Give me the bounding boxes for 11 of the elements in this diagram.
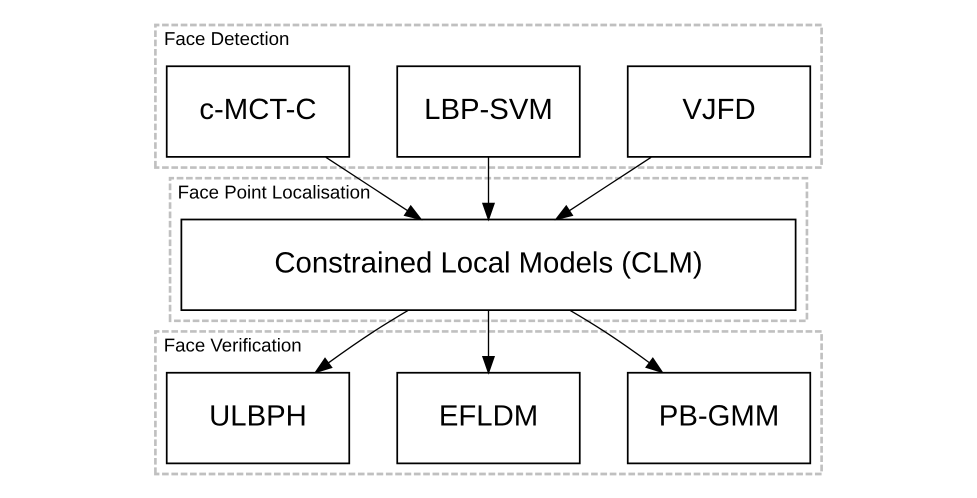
node-box: LBP-SVM bbox=[396, 64, 581, 158]
node-box: Constrained Local Models (CLM) bbox=[180, 218, 796, 310]
node-box: VJFD bbox=[626, 64, 812, 158]
node-box: EFLDM bbox=[396, 371, 581, 464]
node-box: PB-GMM bbox=[626, 371, 812, 464]
arrow bbox=[482, 310, 496, 374]
arrow bbox=[482, 156, 496, 221]
arrow bbox=[554, 156, 652, 220]
node-box: c-MCT-C bbox=[166, 64, 350, 158]
arrow bbox=[326, 156, 423, 220]
node-box: ULBPH bbox=[166, 371, 350, 464]
